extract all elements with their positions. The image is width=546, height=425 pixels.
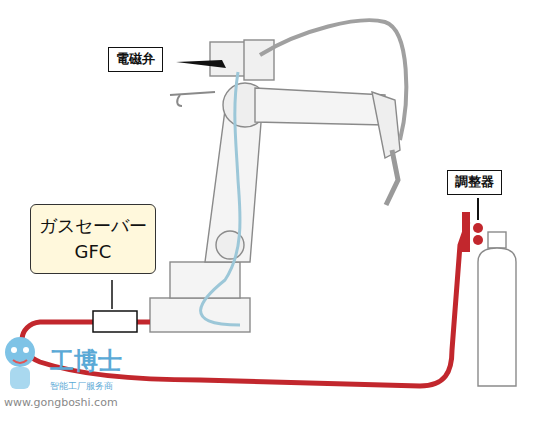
gas-hose-inner bbox=[201, 72, 240, 325]
welding-torch bbox=[386, 150, 398, 205]
node-text: 電磁弁 bbox=[116, 51, 155, 68]
watermark-url: www.gongboshi.com bbox=[4, 396, 118, 409]
leader-line bbox=[111, 280, 113, 309]
node-text: ガスセーバー GFC bbox=[37, 213, 149, 265]
regulator-gauge bbox=[473, 223, 483, 233]
watermark-mascot bbox=[5, 337, 35, 389]
robot bbox=[150, 20, 406, 332]
regulator-gauge bbox=[473, 235, 483, 245]
node-text: 調整器 bbox=[455, 174, 494, 191]
robot-turntable bbox=[170, 262, 240, 298]
cylinder-valve bbox=[488, 232, 506, 248]
robot-cable bbox=[170, 92, 215, 95]
watermark-text: 智能工厂服务商 bbox=[50, 380, 113, 393]
robot-upper-arm bbox=[255, 88, 385, 125]
leader-pointer bbox=[176, 60, 226, 68]
part-label-box: 調整器 bbox=[447, 170, 502, 195]
robot-hook bbox=[177, 95, 182, 106]
solenoid-valve bbox=[244, 40, 274, 80]
torch-cable bbox=[260, 20, 406, 140]
leader-line bbox=[477, 198, 479, 220]
robot-wrist bbox=[372, 92, 400, 158]
gas-cylinder bbox=[478, 248, 516, 386]
callout-box: ガスセーバー GFC bbox=[30, 204, 156, 274]
robot-lower-arm bbox=[205, 110, 262, 262]
part-label-box: 電磁弁 bbox=[108, 47, 163, 72]
watermark-text: 工博士 bbox=[50, 345, 122, 377]
regulator bbox=[462, 212, 470, 252]
gas-saver-device bbox=[93, 311, 137, 332]
